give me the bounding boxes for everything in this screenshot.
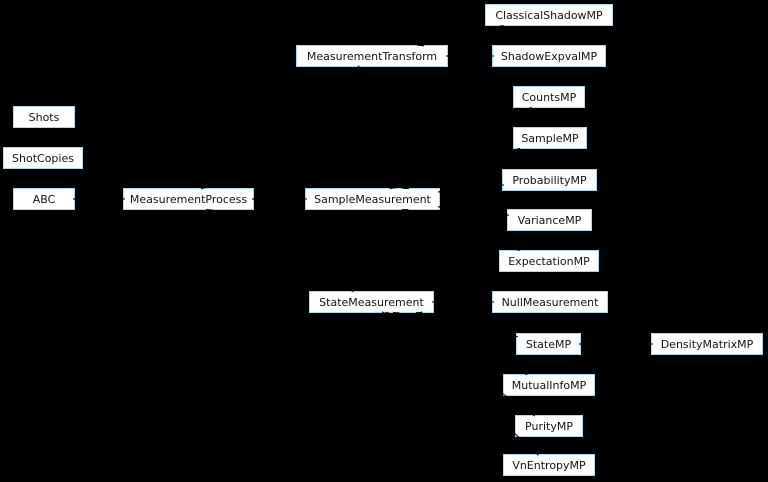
inheritance-edge-expectation-mp-to-sample-measurement [401,208,520,252]
class-node-sample-mp[interactable]: SampleMP [513,127,587,149]
inheritance-edge-measurement-transform-to-measurement-process [200,65,360,190]
class-node-classical-shadow-mp[interactable]: ClassicalShadowMP [485,4,613,26]
class-node-state-measurement[interactable]: StateMeasurement [309,291,434,313]
inheritance-edge-state-measurement-to-measurement-process [206,208,354,293]
class-node-purity-mp[interactable]: PurityMP [515,415,583,437]
class-node-mutual-info-mp[interactable]: MutualInfoMP [503,374,595,396]
class-node-counts-mp[interactable]: CountsMP [513,86,585,108]
class-node-variance-mp[interactable]: VarianceMP [507,209,592,231]
class-node-probability-mp[interactable]: ProbabilityMP [502,169,597,191]
class-node-measurement-transform[interactable]: MeasurementTransform [296,45,448,67]
class-node-sample-measurement[interactable]: SampleMeasurement [305,188,440,210]
class-node-vn-entropy-mp[interactable]: VnEntropyMP [503,454,595,476]
class-node-density-matrix-mp[interactable]: DensityMatrixMP [651,333,763,355]
inheritance-edge-classical-shadow-mp-to-measurement-transform [417,25,504,46]
class-node-state-mp[interactable]: StateMP [516,333,581,355]
class-node-shots[interactable]: Shots [13,106,75,128]
inheritance-edge-state-mp-to-state-measurement [415,312,519,338]
class-node-measurement-process[interactable]: MeasurementProcess [123,188,254,210]
inheritance-edge-probability-mp-to-sample-measurement [437,184,505,193]
inheritance-edge-purity-mp-to-state-measurement [385,311,536,417]
class-node-shot-copies[interactable]: ShotCopies [3,147,83,169]
class-node-abc[interactable]: ABC [13,188,75,210]
inheritance-edge-variance-mp-to-sample-measurement [437,206,510,216]
inheritance-edge-mutual-info-mp-to-state-measurement [393,311,528,376]
class-node-shadow-expval-mp[interactable]: ShadowExpvalMP [492,45,606,67]
class-node-expectation-mp[interactable]: ExpectationMP [499,250,599,272]
class-node-null-measurement[interactable]: NullMeasurement [492,291,608,313]
